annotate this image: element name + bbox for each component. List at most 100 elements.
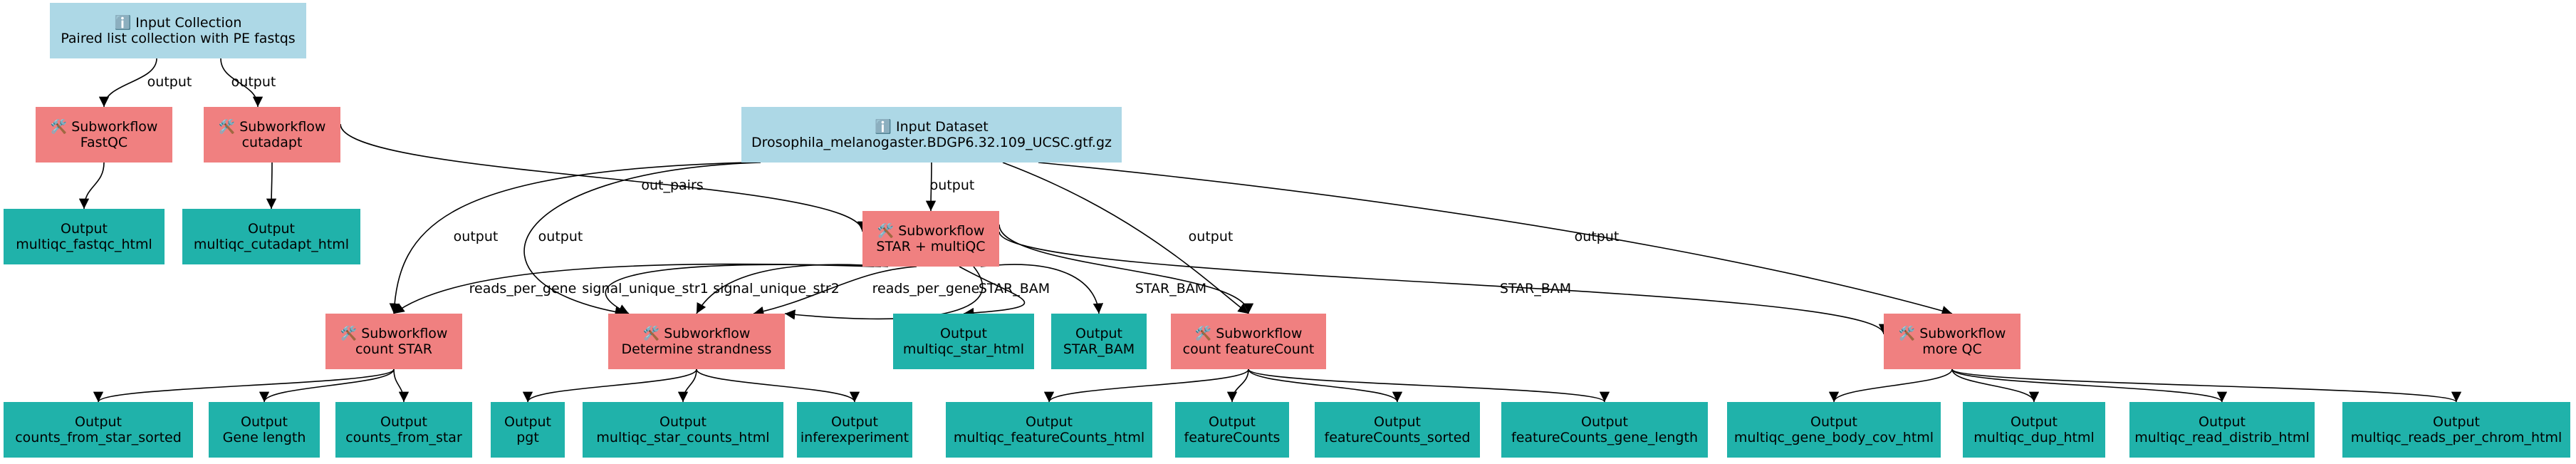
node-title: Paired list collection with PE fastqs xyxy=(61,31,296,46)
edge-sw_featurecount-to-out_featurecounts_sorted xyxy=(1248,368,1403,403)
edge-label: output xyxy=(1188,229,1234,244)
edge-sw_more_qc-to-out_gene_body_cov xyxy=(1828,368,1953,403)
edge-sw_star-to-out_multiqc_star xyxy=(959,266,1026,319)
edge-input_dataset-to-sw_more_qc xyxy=(1038,162,1953,316)
node-title: featureCounts xyxy=(1184,430,1281,445)
output-type-label: Output xyxy=(248,221,295,237)
edge-label: output xyxy=(1574,229,1620,244)
node-title: cutadapt xyxy=(241,135,303,150)
edge-sw_star-to-sw_strandness xyxy=(696,264,889,314)
edge-sw_star-to-sw_strandness xyxy=(784,266,984,320)
output-type-label: Output xyxy=(940,326,987,341)
node-title: multiqc_fastqc_html xyxy=(16,237,152,252)
output-type-label: Output xyxy=(831,414,878,430)
edge-sw_featurecount-to-out_featurecounts_gene_length xyxy=(1248,368,1610,403)
output-type-label: Output xyxy=(1209,414,1256,430)
output-type-label: Output xyxy=(1810,414,1857,430)
node-title: Gene length xyxy=(222,430,306,445)
node-type-label: 🛠️ Subworkflow xyxy=(1194,326,1303,341)
edge-sw_star-to-sw_strandness xyxy=(605,264,882,314)
edge-sw_more_qc-to-out_dup xyxy=(1951,368,2040,403)
output-type-label: Output xyxy=(1374,414,1421,430)
edge-sw_count_star-to-out_counts_star xyxy=(393,368,410,403)
edge-sw_cutadapt-to-sw_star xyxy=(340,123,868,232)
edge-input_dataset-to-sw_strandness xyxy=(523,162,761,317)
output-type-label: Output xyxy=(2433,414,2480,430)
output-type-label: Output xyxy=(2199,414,2246,430)
output-type-label: Output xyxy=(659,414,706,430)
node-title: multiqc_featureCounts_html xyxy=(953,430,1145,445)
edge-label: signal_unique_str1 xyxy=(582,281,709,297)
node-title: STAR + multiQC xyxy=(876,239,986,254)
edge-sw_strandness-to-out_multiqc_star_counts xyxy=(677,368,697,403)
edge-label: STAR_BAM xyxy=(1499,281,1572,297)
output-type-label: Output xyxy=(1581,414,1628,430)
edge-label: output xyxy=(147,74,192,90)
output-type-label: Output xyxy=(61,221,108,237)
output-type-label: Output xyxy=(380,414,427,430)
edge-label: STAR_BAM xyxy=(1135,281,1207,297)
node-title: STAR_BAM xyxy=(1063,341,1135,357)
output-type-label: Output xyxy=(1075,326,1122,341)
edge-sw_more_qc-to-out_reads_per_chrom xyxy=(1951,368,2461,403)
node-title: multiqc_star_html xyxy=(902,341,1025,357)
output-type-label: Output xyxy=(2011,414,2058,430)
edge-sw_strandness-to-out_inferexperiment xyxy=(696,368,860,403)
edge-label: output xyxy=(929,177,975,193)
edge-input_collection-to-sw_cutadapt xyxy=(220,58,264,108)
node-type-label: 🛠️ Subworkflow xyxy=(50,119,158,135)
edge-sw_star-to-out_star_bam xyxy=(980,264,1104,314)
edge-sw_star-to-sw_featurecount xyxy=(998,224,1254,314)
output-type-label: Output xyxy=(1026,414,1073,430)
edge-sw_count_star-to-out_gene_length xyxy=(259,368,395,403)
node-title: FastQC xyxy=(80,135,128,150)
node-title: count featureCount xyxy=(1182,341,1315,357)
edge-input_dataset-to-sw_star xyxy=(925,162,937,212)
node-title: multiqc_reads_per_chrom_html xyxy=(2350,430,2562,445)
node-type-label: 🛠️ Subworkflow xyxy=(1898,326,2006,341)
edge-input_dataset-to-sw_featurecount xyxy=(1002,162,1249,314)
edge-sw_fastqc-to-out_multiqc_fastqc xyxy=(78,162,105,210)
edge-sw_cutadapt-to-out_multiqc_cutadapt xyxy=(266,162,277,210)
edge-sw_more_qc-to-out_read_distrib xyxy=(1951,368,2227,403)
edge-label: output xyxy=(453,229,499,244)
node-title: Determine strandness xyxy=(621,341,772,357)
edge-label: out_pairs xyxy=(641,177,704,193)
edge-sw_star-to-sw_strandness xyxy=(753,266,917,316)
output-type-label: Output xyxy=(241,414,288,430)
node-title: counts_from_star xyxy=(345,430,462,445)
node-title: inferexperiment xyxy=(800,430,909,445)
node-type-label: 🛠️ Subworkflow xyxy=(642,326,751,341)
node-title: multiqc_read_distrib_html xyxy=(2134,430,2310,445)
edge-input_collection-to-sw_fastqc xyxy=(98,58,157,108)
node-type-label: ℹ️ Input Collection xyxy=(114,15,242,31)
